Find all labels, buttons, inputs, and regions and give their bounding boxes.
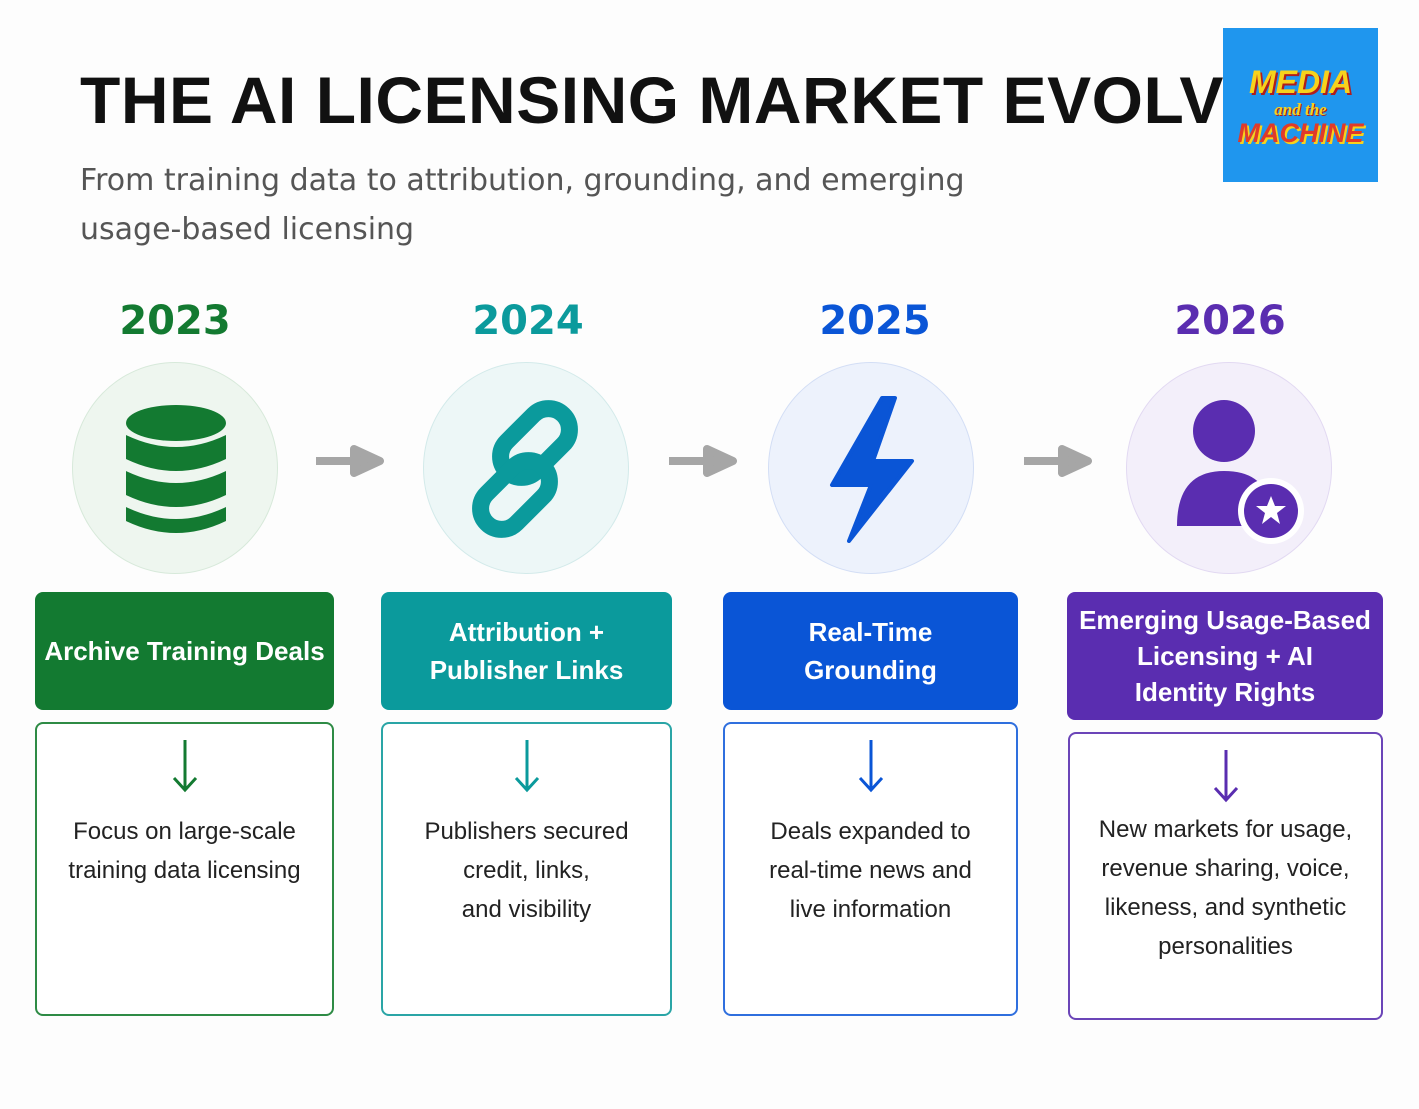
year-2023: 2023 <box>119 298 231 344</box>
right-arrow-icon <box>669 445 737 477</box>
right-arrow-icon <box>1024 445 1092 477</box>
media-machine-logo: MEDIA and the MACHINE <box>1223 28 1378 182</box>
page-subtitle: From training data to attribution, groun… <box>80 163 965 247</box>
stage-2023-description-box: Focus on large-scale training data licen… <box>35 722 334 1016</box>
stage-2025-description: Deals expanded to real-time news and liv… <box>769 818 972 923</box>
down-arrow-icon <box>1213 750 1238 803</box>
page-title: THE AI LICENSING MARKET EVOLVED <box>80 63 1317 137</box>
logo-text-and-the: and the <box>1274 100 1327 119</box>
stage-2024-circle <box>423 362 629 574</box>
down-arrow-icon <box>514 740 539 793</box>
stage-2023-circle <box>72 362 278 574</box>
logo-text-machine: MACHINE <box>1237 118 1364 148</box>
stage-2024-description: Publishers secured credit, links, and vi… <box>424 818 629 923</box>
stage-2023-description: Focus on large-scale training data licen… <box>68 818 301 884</box>
lightning-icon <box>830 396 914 543</box>
year-2026: 2026 <box>1174 298 1286 344</box>
user-star-icon <box>1177 400 1304 544</box>
link-icon <box>472 400 578 538</box>
database-icon <box>126 405 226 533</box>
stage-2023-label: Archive Training Deals <box>35 592 334 710</box>
stage-2026-description: New markets for usage, revenue sharing, … <box>1098 816 1353 960</box>
stage-2024-label: Attribution + Publisher Links <box>381 592 672 710</box>
logo-text-media: MEDIA <box>1248 64 1353 100</box>
stage-2025-description-box: Deals expanded to real-time news and liv… <box>723 722 1018 1016</box>
stage-2026-label: Emerging Usage-Based Licensing + AI Iden… <box>1067 592 1383 720</box>
down-arrow-icon <box>858 740 883 793</box>
year-2025: 2025 <box>819 298 931 344</box>
stage-2024-description-box: Publishers secured credit, links, and vi… <box>381 722 672 1016</box>
stage-2025-label: Real-Time Grounding <box>723 592 1018 710</box>
stage-2026-description-box: New markets for usage, revenue sharing, … <box>1068 732 1383 1020</box>
stage-2026-circle <box>1126 362 1332 574</box>
stage-2025-circle <box>768 362 974 574</box>
down-arrow-icon <box>172 740 197 793</box>
year-2024: 2024 <box>472 298 584 344</box>
right-arrow-icon <box>316 445 384 477</box>
